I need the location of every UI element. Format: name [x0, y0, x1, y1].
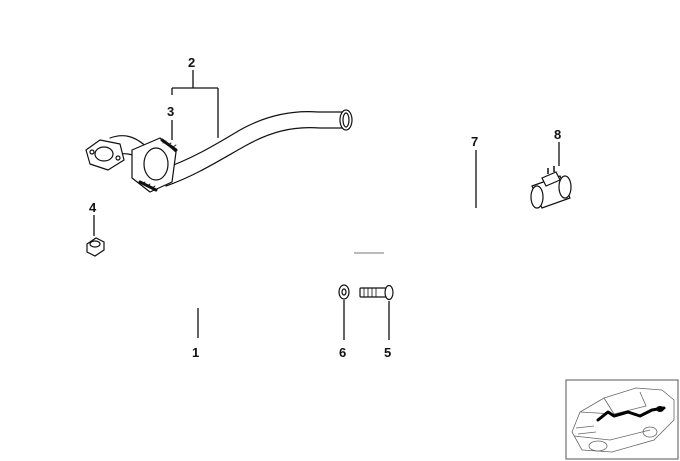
washer-drawing	[338, 284, 350, 300]
car-location-icon	[565, 379, 679, 460]
bolt-drawing	[359, 284, 394, 301]
leader-lines	[93, 70, 560, 340]
callout-2: 2	[188, 55, 195, 70]
callout-7: 7	[471, 134, 478, 149]
clamp-drawing	[530, 166, 572, 209]
nut-drawing	[86, 237, 105, 257]
callout-5: 5	[384, 345, 391, 360]
callout-1: 1	[192, 345, 199, 360]
callout-4: 4	[89, 200, 97, 215]
callout-8: 8	[554, 127, 561, 142]
callout-6: 6	[339, 345, 346, 360]
callout-3: 3	[167, 104, 174, 119]
front-pipe-drawing	[85, 109, 353, 193]
